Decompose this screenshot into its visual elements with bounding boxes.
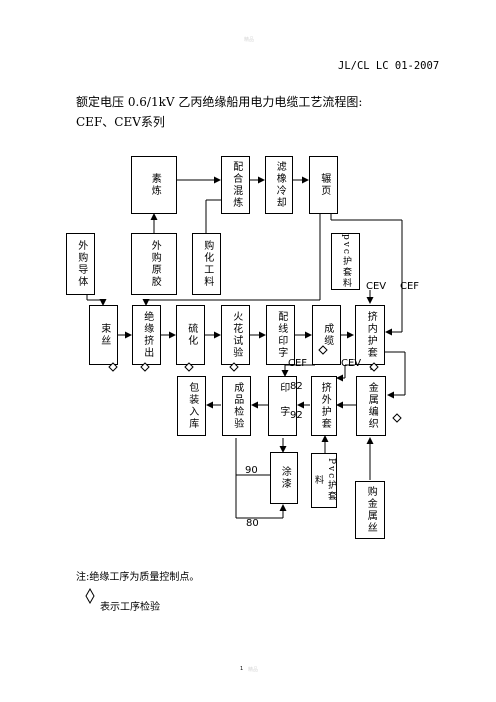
node-gouhua-gongliao: 购化工料 [192, 233, 221, 295]
node-gou-jinshusi: 购金属丝 [355, 481, 385, 539]
node-chenglan-label: 成缆 [321, 323, 333, 347]
node-peihe-label: 配合混炼 [230, 161, 242, 209]
node-nianye: 辗页 [309, 156, 338, 214]
inspection-diamond-icon [85, 587, 95, 605]
inspection-diamond-icon [369, 362, 379, 372]
label-90: 90 [245, 465, 258, 476]
faint-footer: 精品 [248, 667, 259, 673]
node-lvxiang-label: 滤橡冷却 [274, 161, 286, 209]
node-suchan-label: 素炼 [149, 173, 161, 197]
node-nianye-label: 辗页 [318, 173, 330, 197]
node-yinzi-label: 印字 [277, 382, 289, 430]
label-80: 80 [246, 518, 259, 529]
node-pvc-hutaoliao-top: pvc护套料 [331, 233, 360, 290]
node-pvc-hutaoliao-bottom: Pvc护套料 [311, 453, 337, 508]
node-jueyuan-jichu: 绝缘挤出 [132, 305, 161, 365]
node-shusi-label: 束丝 [98, 323, 110, 347]
node-waigou-daoti: 外购导体 [66, 233, 95, 295]
node-liuhua: 硫化 [176, 305, 205, 365]
node-suchan: 素炼 [131, 156, 177, 214]
node-tuqi-label: 涂漆 [279, 466, 291, 490]
node-baozhuang-ruku-label: 包装入库 [186, 382, 198, 430]
inspection-diamond-icon [184, 362, 194, 372]
page-number: 1 [240, 666, 244, 672]
node-huohua-shiyan-label: 火花试验 [230, 311, 242, 359]
note-text: 注:绝缘工序为质量控制点。 [76, 572, 200, 583]
node-gouhua-gongliao-label: 购化工料 [201, 240, 213, 288]
node-shusi: 束丝 [89, 305, 118, 365]
node-peihe: 配合混炼 [221, 156, 250, 214]
node-peixian-yinzi-label: 配线印字 [275, 311, 287, 359]
label-82: 82 [290, 381, 303, 392]
node-tuqi: 涂漆 [270, 452, 298, 504]
inspection-diamond-icon [318, 345, 328, 355]
node-yinzi: 印字 [268, 376, 297, 436]
node-gou-jinshusi-label: 购金属丝 [365, 486, 377, 534]
node-liuhua-label: 硫化 [185, 323, 197, 347]
inspection-diamond-icon [229, 362, 239, 372]
node-pvc-hutaoliao-top-label: pvc护套料 [341, 234, 352, 289]
page-subtitle: CEF、CEV系列 [76, 115, 165, 129]
node-chengpin-jianyan: 成品检验 [222, 376, 251, 436]
faint-header: 精品 [244, 37, 255, 43]
page-title: 额定电压 0.6/1kV 乙丙绝缘船用电力电缆工艺流程图: [76, 95, 363, 109]
inspection-diamond-icon [392, 413, 402, 423]
node-waigou-daoti-label: 外购导体 [75, 240, 87, 288]
node-baozhuang-ruku: 包装入库 [177, 376, 206, 436]
node-jiwai-hutao-label: 挤外护套 [319, 382, 331, 430]
label-92: 92 [290, 410, 303, 421]
node-jinei-hutao: 挤内护套 [355, 305, 385, 365]
label-cev-mid: CEV [341, 358, 362, 369]
legend-text: 表示工序检验 [100, 602, 160, 613]
label-cef-top: CEF [400, 281, 420, 292]
node-lvxiang: 滤橡冷却 [265, 156, 293, 214]
label-cef-mid: CEF [288, 358, 308, 369]
node-jiwai-hutao: 挤外护套 [311, 376, 337, 436]
node-pvc-hutaoliao-bottom-label: Pvc护套料 [313, 458, 337, 503]
node-chengpin-jianyan-label: 成品检验 [231, 382, 243, 430]
node-jueyuan-jichu-label: 绝缘挤出 [141, 311, 153, 359]
node-jinei-hutao-label: 挤内护套 [365, 311, 377, 359]
label-cev-top: CEV [366, 281, 387, 292]
inspection-diamond-icon [108, 362, 118, 372]
node-jinshu-bianzhi: 金属编织 [356, 376, 386, 436]
node-waigou-yuanjiao: 外购原胶 [131, 233, 177, 295]
node-waigou-yuanjiao-label: 外购原胶 [149, 240, 161, 288]
document-code: JL/CL LC 01-2007 [338, 60, 440, 72]
node-jinshu-bianzhi-label: 金属编织 [366, 382, 378, 430]
node-chenglan: 成缆 [312, 305, 341, 365]
node-peixian-yinzi: 配线印字 [266, 305, 295, 365]
inspection-diamond-icon [140, 362, 150, 372]
